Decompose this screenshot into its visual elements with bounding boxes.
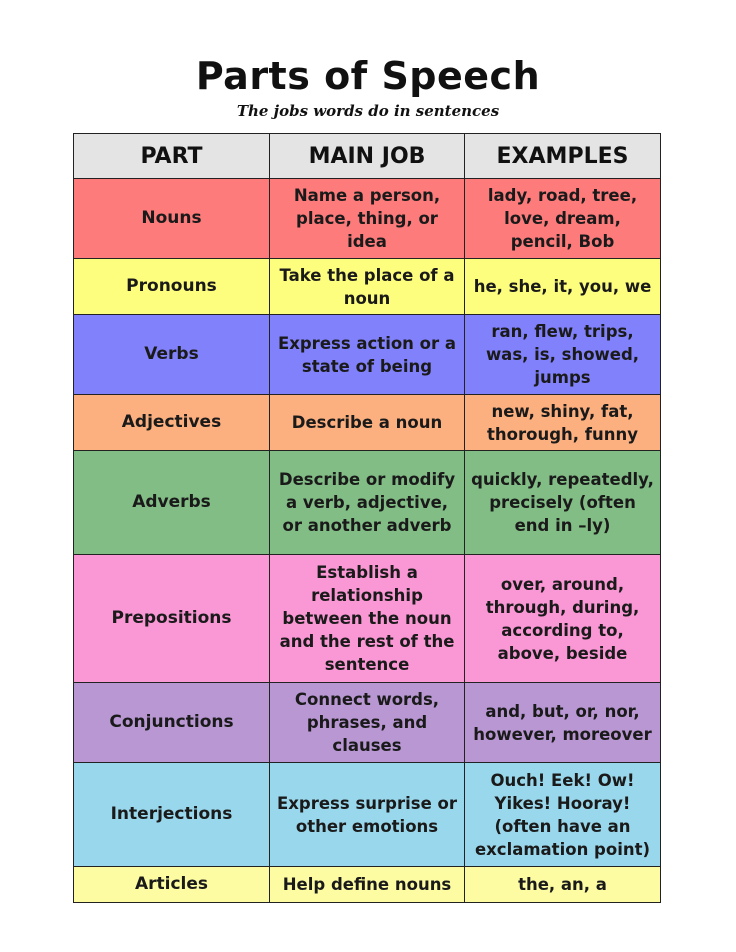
table-row: Interjections Express surprise or other …: [73, 762, 661, 867]
job-cell: Help define nouns: [269, 866, 465, 903]
table-row: Adjectives Describe a noun new, shiny, f…: [73, 394, 661, 451]
header-examples: EXAMPLES: [464, 133, 661, 179]
examples-cell: over, around, through, during, according…: [464, 554, 661, 683]
header-part: PART: [73, 133, 270, 179]
job-cell: Express surprise or other emotions: [269, 762, 465, 867]
job-cell: Connect words, phrases, and clauses: [269, 682, 465, 763]
job-cell: Describe or modify a verb, adjective, or…: [269, 450, 465, 555]
table-row: Verbs Express action or a state of being…: [73, 314, 661, 395]
examples-cell: he, she, it, you, we: [464, 258, 661, 315]
examples-cell: lady, road, tree, love, dream, pencil, B…: [464, 178, 661, 259]
part-cell: Articles: [73, 866, 270, 903]
examples-cell: and, but, or, nor, however, moreover: [464, 682, 661, 763]
examples-cell: ran, flew, trips, was, is, showed, jumps: [464, 314, 661, 395]
part-cell: Nouns: [73, 178, 270, 259]
examples-cell: the, an, a: [464, 866, 661, 903]
table-row: Nouns Name a person, place, thing, or id…: [73, 178, 661, 259]
job-cell: Express action or a state of being: [269, 314, 465, 395]
page-subtitle: The jobs words do in sentences: [236, 102, 500, 120]
part-cell: Pronouns: [73, 258, 270, 315]
table-row: Articles Help define nouns the, an, a: [73, 866, 661, 903]
job-cell: Describe a noun: [269, 394, 465, 451]
part-cell: Prepositions: [73, 554, 270, 683]
parts-of-speech-table: PART MAIN JOB EXAMPLES Nouns Name a pers…: [73, 133, 661, 903]
examples-cell: new, shiny, fat, thorough, funny: [464, 394, 661, 451]
part-cell: Adjectives: [73, 394, 270, 451]
job-cell: Establish a relationship between the nou…: [269, 554, 465, 683]
job-cell: Take the place of a noun: [269, 258, 465, 315]
table-row: Prepositions Establish a relationship be…: [73, 554, 661, 683]
part-cell: Verbs: [73, 314, 270, 395]
table-row: Pronouns Take the place of a noun he, sh…: [73, 258, 661, 315]
table-row: Conjunctions Connect words, phrases, and…: [73, 682, 661, 763]
page-title: Parts of Speech: [195, 54, 541, 98]
header-main-job: MAIN JOB: [269, 133, 465, 179]
part-cell: Interjections: [73, 762, 270, 867]
part-cell: Adverbs: [73, 450, 270, 555]
job-cell: Name a person, place, thing, or idea: [269, 178, 465, 259]
examples-cell: quickly, repeatedly, precisely (often en…: [464, 450, 661, 555]
examples-cell: Ouch! Eek! Ow! Yikes! Hooray! (often hav…: [464, 762, 661, 867]
table-row: Adverbs Describe or modify a verb, adjec…: [73, 450, 661, 555]
part-cell: Conjunctions: [73, 682, 270, 763]
header-row: PART MAIN JOB EXAMPLES: [73, 133, 661, 179]
